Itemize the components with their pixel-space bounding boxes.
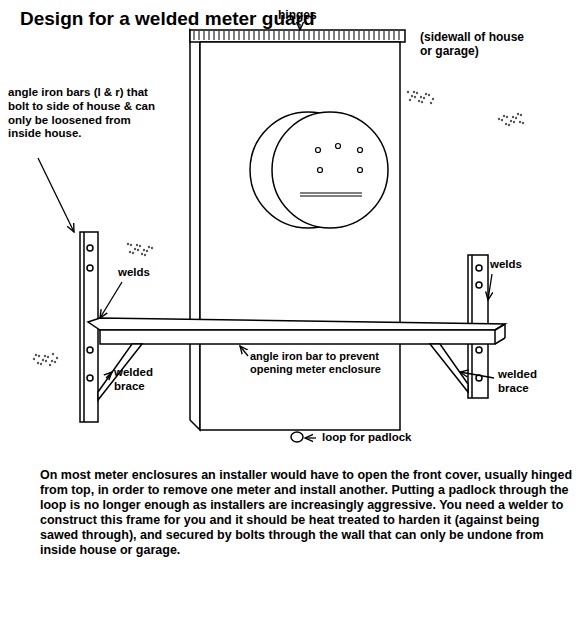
label: (sidewall of house or garage) — [420, 30, 538, 59]
label: welded brace — [498, 368, 558, 396]
enclosure-front — [200, 42, 400, 430]
horizontal-angle-bar — [100, 330, 495, 344]
label: angle iron bar to prevent opening meter … — [250, 350, 396, 376]
enclosure-top — [190, 30, 405, 42]
note-paragraph: On most meter enclosures an installer wo… — [40, 468, 576, 558]
horizontal-angle-bar-flange — [88, 318, 505, 330]
enclosure-side — [190, 30, 200, 430]
meter-face — [272, 112, 388, 228]
label: hinges — [278, 8, 317, 22]
label: angle iron bars (l & r) that bolt to sid… — [8, 86, 158, 141]
right-brace — [430, 344, 468, 392]
hinge-ticks — [194, 31, 399, 40]
label: welds — [118, 266, 150, 280]
title: Design for a welded meter guard — [20, 8, 315, 30]
padlock-loop — [291, 432, 303, 442]
wall-specks — [33, 91, 524, 366]
label: welded brace — [114, 366, 169, 394]
label: welds — [490, 258, 522, 272]
meter-dots — [300, 144, 363, 197]
bolt-holes — [87, 245, 482, 381]
label: loop for padlock — [322, 431, 411, 445]
